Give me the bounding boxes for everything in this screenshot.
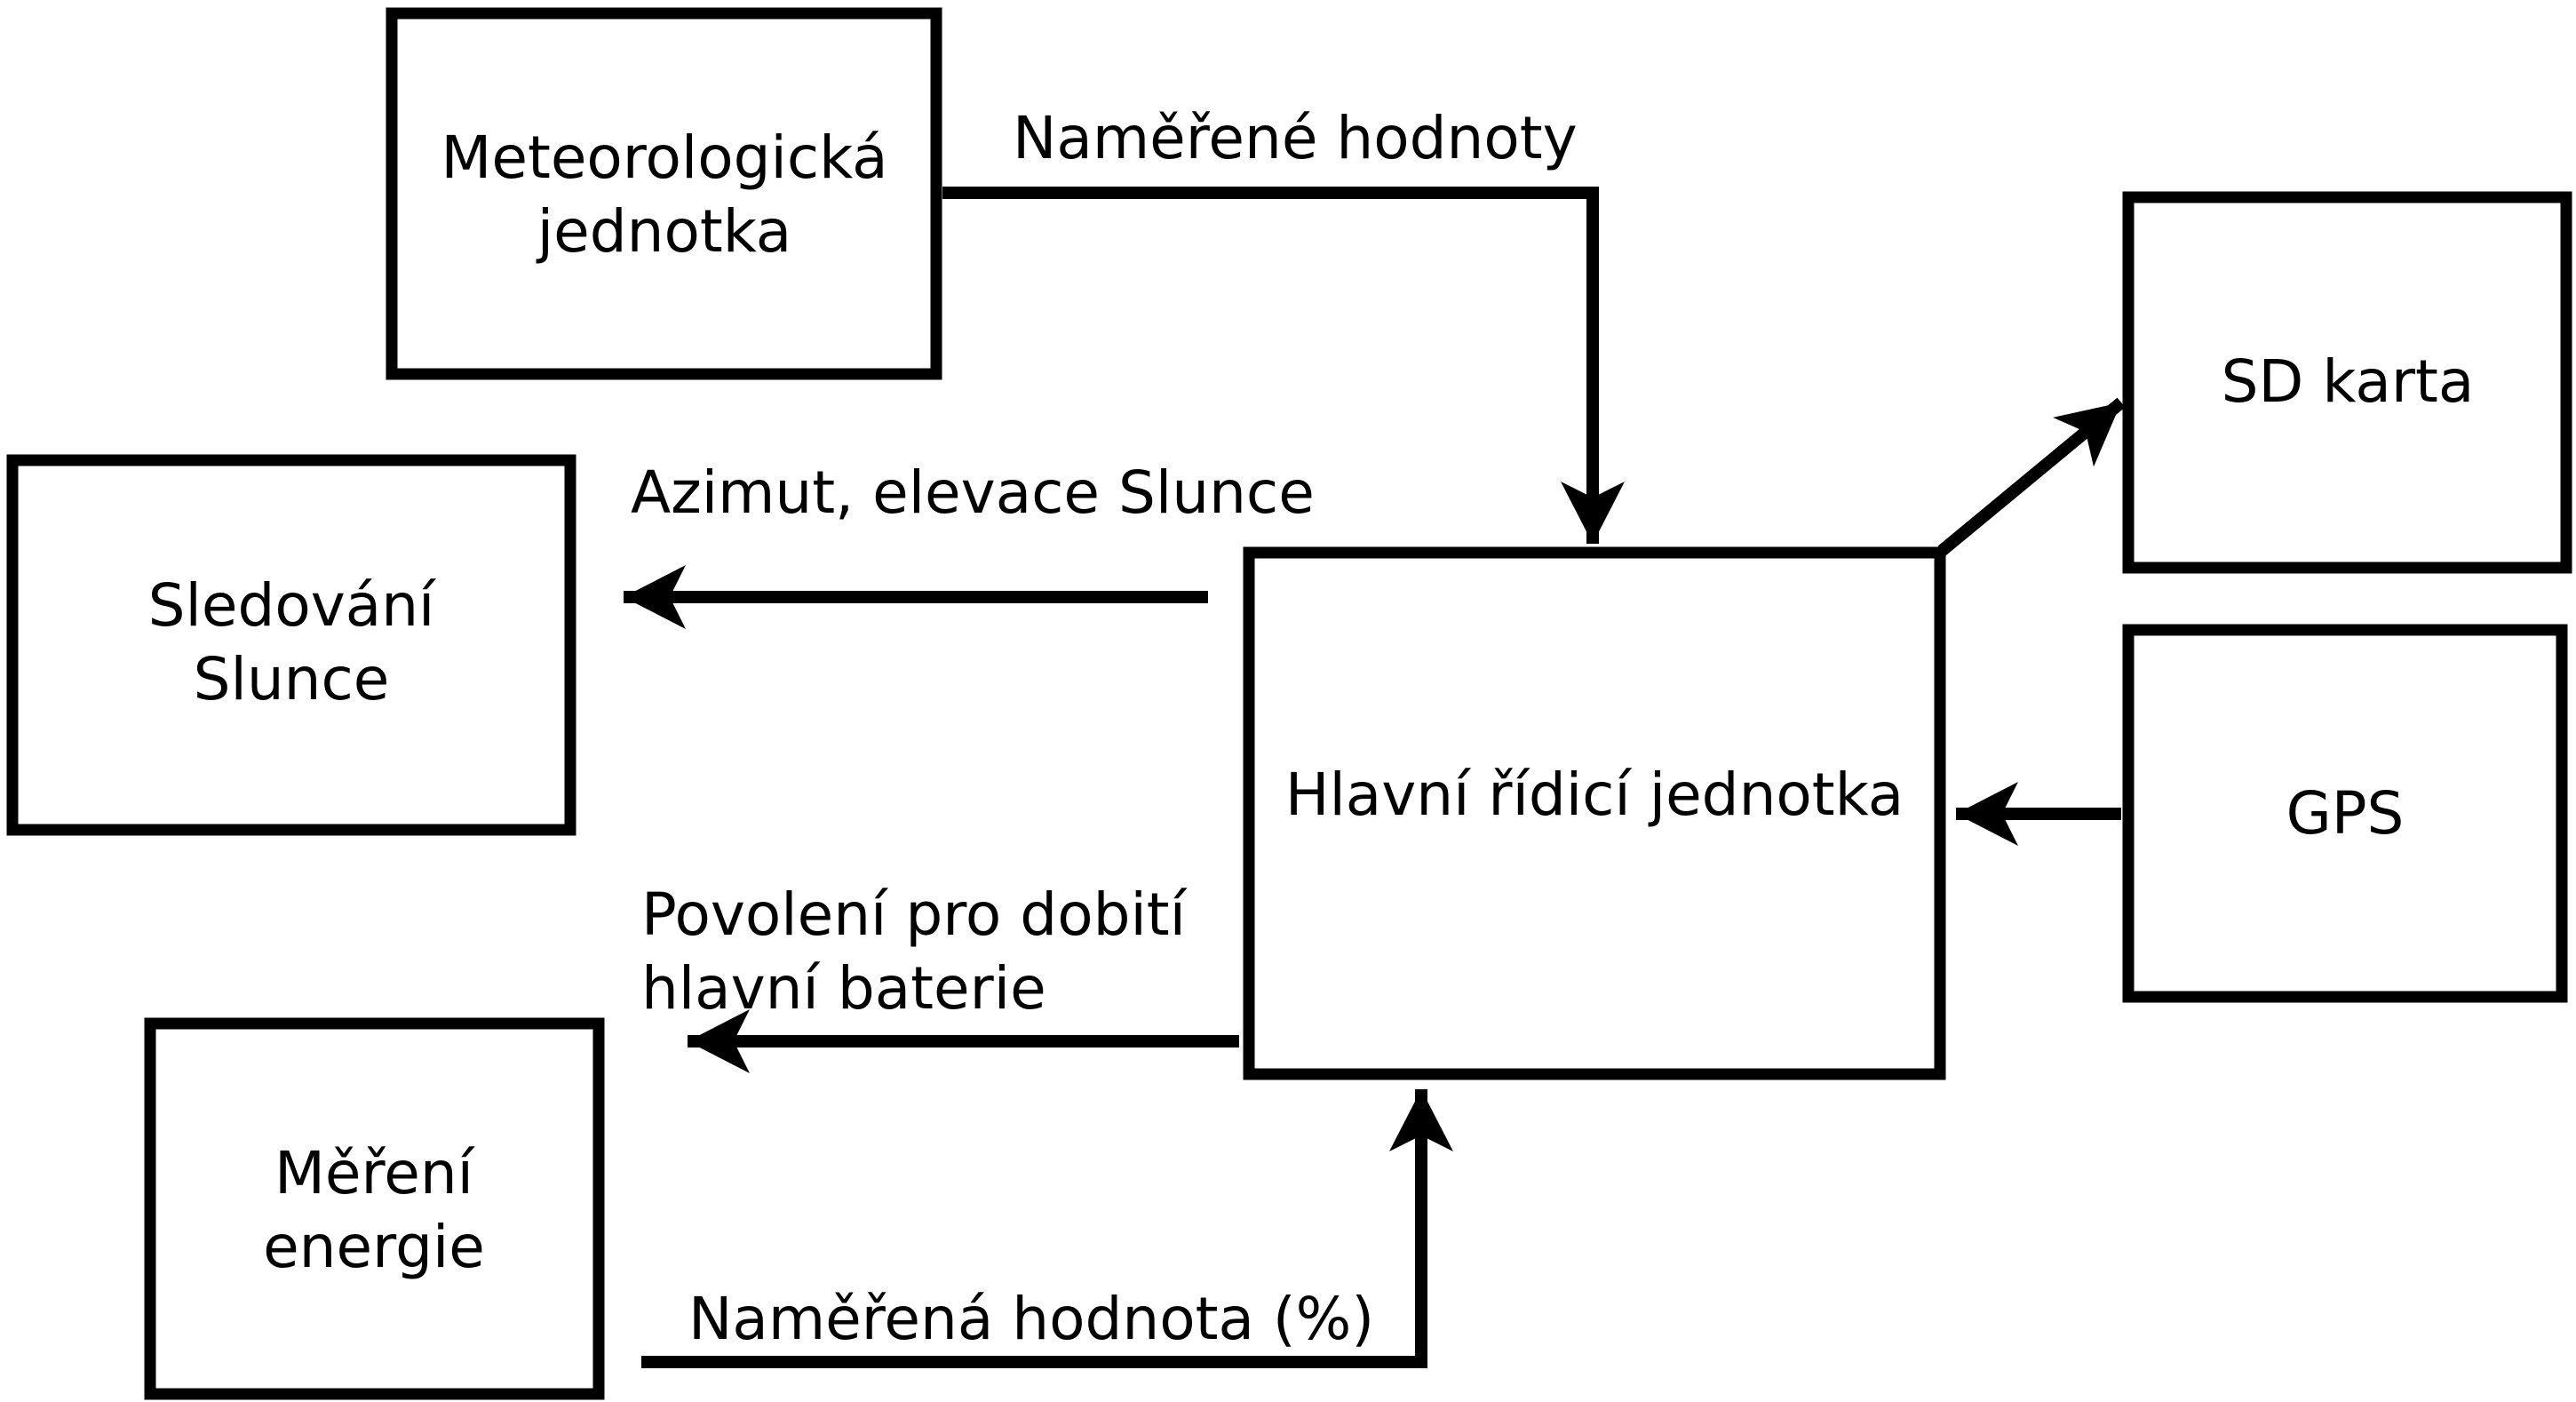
charge-permission-arrow-label-line2: hlavní baterie: [641, 954, 1046, 1023]
sd-card-write-arrow: [1937, 397, 2126, 556]
energy-measurement-box: [144, 1017, 605, 1400]
energy-measurement-label-line2: energie: [263, 1213, 485, 1281]
sun-tracking-label-line1: Sledování: [148, 571, 437, 640]
main-control-unit-label: Hlavní řídicí jednotka: [1285, 761, 1904, 829]
meteorological-unit-box: [386, 7, 942, 380]
measured-percentage-arrow: [641, 1089, 1453, 1368]
meteorological-unit-label-line1: Meteorologická: [441, 123, 887, 192]
measured-percentage-arrow-label: Naměřená hodnota (%): [688, 1285, 1374, 1353]
sun-tracking-label-line2: Slunce: [194, 645, 390, 713]
sun-tracking-box: [6, 454, 576, 836]
meteorological-unit-label-line2: jednotka: [536, 197, 791, 266]
energy-measurement-label-line1: Měření: [274, 1139, 476, 1207]
measured-values-arrow-label: Naměřené hodnoty: [1013, 104, 1578, 172]
measured-values-arrow: [942, 187, 1625, 544]
gps-box: [2122, 624, 2568, 1003]
sd-card-label: SD karta: [2222, 347, 2475, 416]
azimuth-elevation-arrow-label: Azimut, elevace Slunce: [631, 458, 1315, 527]
gps-label: GPS: [2286, 779, 2405, 848]
charge-permission-arrow-label-line1: Povolení pro dobití: [641, 880, 1189, 949]
main-control-unit-box: [1243, 546, 1946, 1080]
sd-card-box: [2122, 191, 2572, 574]
